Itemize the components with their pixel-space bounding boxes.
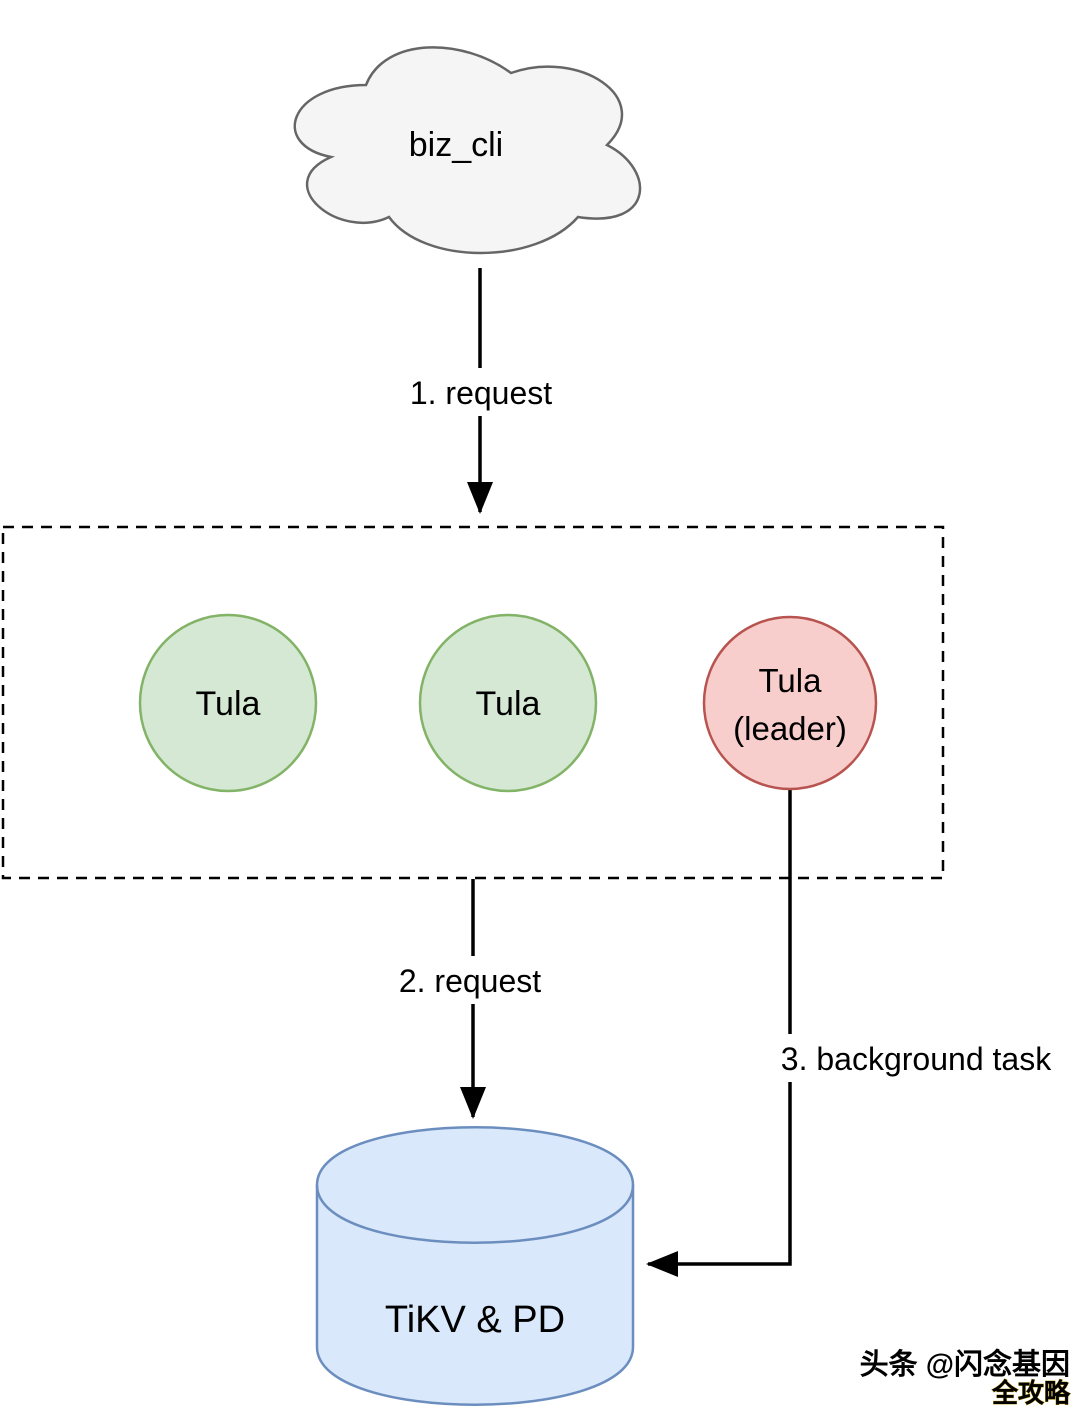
- biz-cli-label: biz_cli: [409, 126, 503, 164]
- database-label: TiKV & PD: [385, 1299, 565, 1341]
- tula-node-1-label: Tula: [196, 685, 261, 723]
- tula-node-1: [138, 613, 318, 793]
- request2-label-bg: [378, 956, 564, 1004]
- biz-cli-cloud-shape: [293, 46, 642, 255]
- watermark-badge: 全攻略: [991, 1378, 1071, 1406]
- tula-node-2-label: Tula: [476, 685, 541, 723]
- database-cylinder-top-arc: [315, 1184, 635, 1244]
- tula-leader-label-line1: Tula: [759, 662, 823, 699]
- tula-node-2: [418, 613, 598, 793]
- database-cylinder: [315, 1126, 635, 1406]
- tula-leader-label-line2: (leader): [733, 710, 847, 747]
- tula-leader-node: [702, 615, 878, 791]
- request2-label: 2. request: [399, 963, 541, 999]
- background-task-label: 3. background task: [781, 1041, 1052, 1077]
- request1-label: 1. request: [410, 375, 552, 411]
- request1-label-bg: [388, 368, 574, 416]
- watermark-source: 头条 @闪念基因: [860, 1347, 1070, 1381]
- background-task-label-bg: [750, 1034, 1080, 1082]
- background-task-line: [646, 789, 792, 1277]
